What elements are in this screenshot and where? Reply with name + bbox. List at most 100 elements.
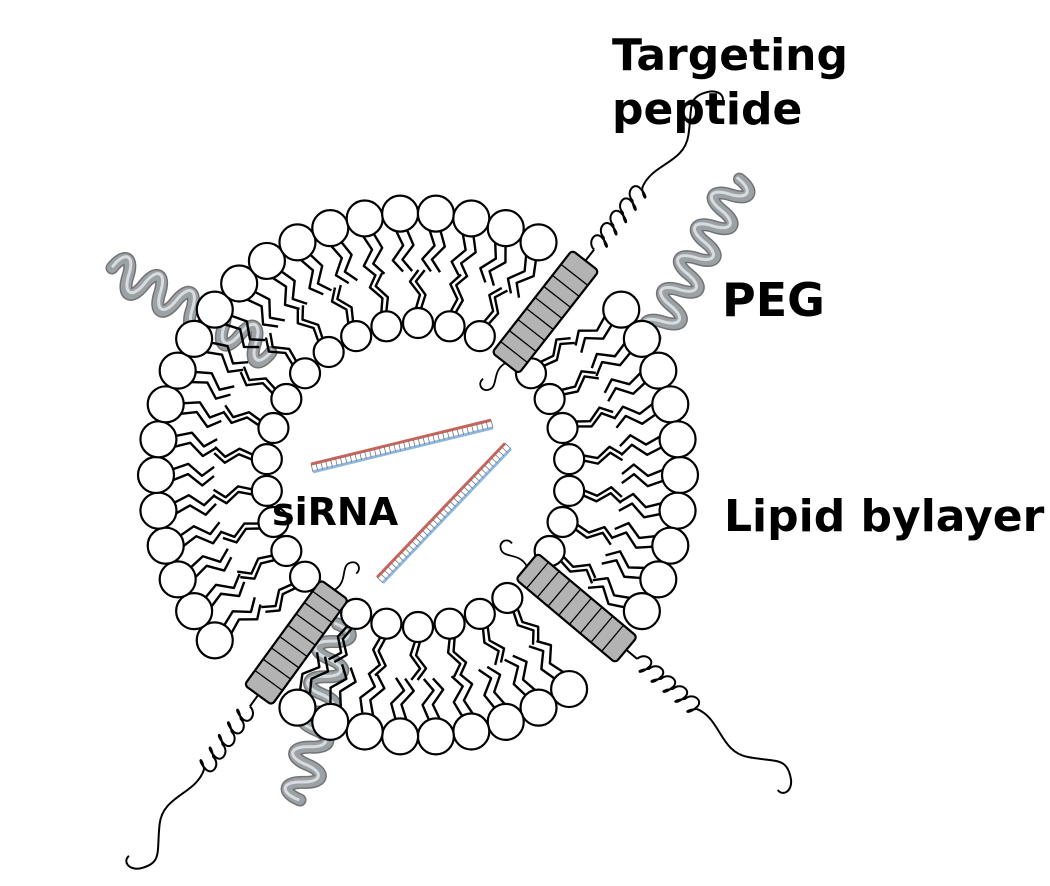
inner-head <box>257 411 290 445</box>
outer-head <box>345 712 384 751</box>
outer-lipid <box>506 223 558 298</box>
inner-head <box>250 443 283 476</box>
inner-head <box>491 581 524 615</box>
inner-lipid <box>463 286 509 353</box>
targeting-peptide-2 <box>125 561 360 870</box>
inner-head <box>433 607 466 640</box>
outer-lipid <box>601 550 678 599</box>
sirna-strand-b <box>376 442 507 579</box>
outer-lipid <box>618 491 697 530</box>
outer-head <box>195 621 234 660</box>
outer-lipid <box>158 351 235 400</box>
inner-lipid <box>212 474 283 507</box>
inner-lipid <box>533 534 597 584</box>
peptide-tail <box>641 90 724 189</box>
inner-lipid <box>433 607 468 678</box>
outer-head <box>381 717 420 756</box>
sirna-strand-b <box>310 418 492 466</box>
outer-lipid <box>247 241 308 311</box>
outer-lipid <box>621 455 700 495</box>
outer-head <box>519 223 558 262</box>
targeting-peptide-label: Targeting peptide <box>612 34 848 142</box>
sirna-strand-a <box>381 447 512 584</box>
outer-lipid <box>345 199 386 277</box>
outer-head <box>278 688 317 727</box>
outer-lipid <box>611 521 690 565</box>
outer-head <box>639 560 678 599</box>
outer-lipid <box>175 319 249 374</box>
peptide-tail <box>696 708 793 794</box>
inner-head <box>340 320 373 353</box>
inner-head <box>312 335 345 369</box>
outer-lipid <box>381 677 420 756</box>
inner-lipid <box>491 581 540 645</box>
sirna-strands <box>310 418 512 584</box>
inner-head <box>257 505 290 539</box>
targeting-peptide-label-line1: Targeting <box>612 30 849 81</box>
outer-lipid <box>574 290 641 353</box>
outer-lipid <box>220 264 286 328</box>
outer-head <box>175 319 214 358</box>
outer-head <box>139 491 178 530</box>
outer-lipid <box>504 654 558 727</box>
outer-lipid <box>278 652 330 727</box>
inner-lipid <box>368 272 403 343</box>
outer-lipid <box>278 223 332 296</box>
inner-head <box>463 597 496 630</box>
inner-head <box>401 610 435 644</box>
outer-head <box>175 592 214 631</box>
inner-head <box>546 505 579 539</box>
inner-lipid <box>553 474 623 507</box>
outer-lipid <box>146 385 225 429</box>
peptide-helix <box>590 185 647 251</box>
peptide-helix <box>199 705 254 773</box>
inner-lipid <box>330 284 373 353</box>
outer-lipid <box>590 319 661 377</box>
targeting-peptide-1 <box>479 90 724 391</box>
inner-lipid <box>401 269 435 340</box>
outer-head <box>247 241 287 281</box>
inner-head <box>463 320 496 353</box>
inner-lipid <box>264 332 322 390</box>
outer-lipid <box>416 194 455 273</box>
outer-head <box>381 194 420 233</box>
inner-lipid <box>220 505 290 544</box>
inner-lipid <box>533 370 599 416</box>
outer-lipid <box>158 548 233 599</box>
outer-head <box>416 194 455 233</box>
outer-lipid <box>381 194 420 273</box>
peg-chain-right <box>639 172 756 345</box>
peg-label: PEG <box>722 273 825 327</box>
outer-lipid <box>450 673 491 751</box>
outer-lipid <box>139 420 218 459</box>
outer-lipid <box>450 199 491 278</box>
outer-lipid <box>311 664 357 741</box>
inner-head <box>546 411 579 445</box>
peptide-helix <box>636 655 701 713</box>
inner-head <box>370 607 403 640</box>
inner-lipid <box>327 597 373 664</box>
inner-head <box>401 306 435 340</box>
outer-head <box>622 592 661 631</box>
inner-head <box>553 443 586 476</box>
outer-head <box>220 264 259 303</box>
outer-lipid <box>587 576 661 631</box>
outer-head <box>139 420 178 459</box>
channel-3 <box>516 553 637 663</box>
sirna-strand-a <box>312 426 494 474</box>
outer-head <box>345 199 384 238</box>
channel-body <box>516 553 637 663</box>
sirna-label: siRNA <box>272 490 399 534</box>
outer-lipid <box>479 209 525 286</box>
outer-lipid <box>139 491 217 530</box>
outer-head <box>519 688 558 727</box>
outer-head <box>602 290 641 329</box>
sirna-duplex-2 <box>376 442 512 584</box>
inner-lipid <box>368 607 403 677</box>
lipid-bilayer <box>136 194 700 756</box>
channel-body <box>492 250 599 374</box>
outer-lipid <box>603 351 678 402</box>
outer-lipid <box>528 639 589 709</box>
outer-lipid <box>195 597 262 660</box>
